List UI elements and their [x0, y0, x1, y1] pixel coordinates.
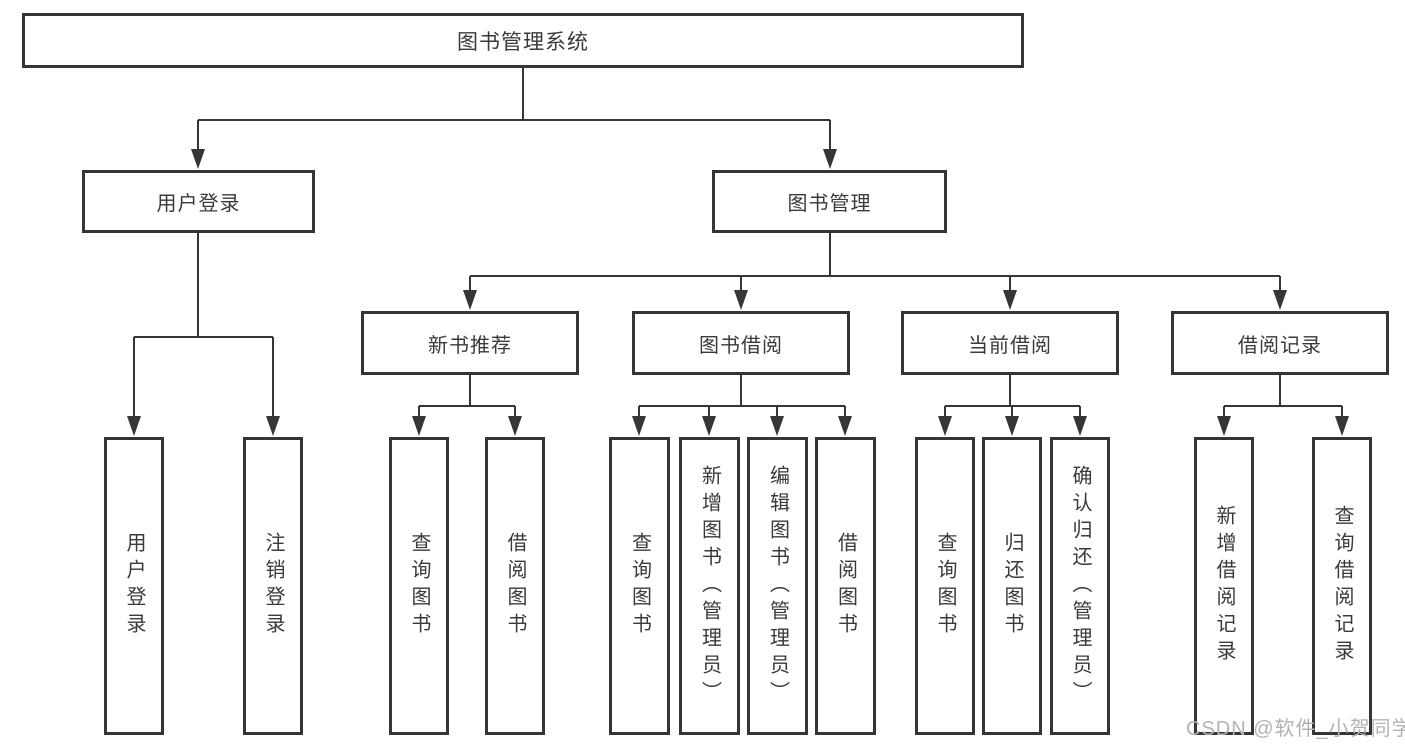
node-root-label: 图书管理系统 — [457, 30, 589, 54]
leaf-edit-book-admin-label: 编辑图书（管理员） — [766, 464, 789, 708]
leaf-edit-book-admin: 编辑图书（管理员） — [747, 437, 808, 735]
leaf-query-borrow-record-label: 查询借阅记录 — [1331, 505, 1353, 667]
leaf-query-books-1-label: 查询图书 — [408, 532, 430, 640]
leaf-logout-label: 注销登录 — [262, 532, 284, 640]
leaf-query-borrow-record: 查询借阅记录 — [1312, 437, 1372, 735]
arrowhead-icons — [127, 149, 1349, 436]
leaf-add-book-admin: 新增图书（管理员） — [679, 437, 740, 735]
leaf-return-book-label: 归还图书 — [1001, 532, 1023, 640]
leaf-borrow-books-2-label: 借阅图书 — [834, 532, 857, 640]
leaf-user-login: 用户登录 — [104, 437, 164, 735]
leaf-add-borrow-record: 新增借阅记录 — [1194, 437, 1254, 735]
leaf-query-books-3: 查询图书 — [915, 437, 975, 735]
leaf-add-book-admin-label: 新增图书（管理员） — [698, 464, 721, 708]
node-current-borrow-label: 当前借阅 — [968, 334, 1052, 357]
node-root: 图书管理系统 — [22, 13, 1024, 68]
node-borrow-record: 借阅记录 — [1171, 311, 1389, 375]
csdn-watermark: CSDN @软件_小贺同学 — [1186, 718, 1405, 740]
leaf-add-borrow-record-label: 新增借阅记录 — [1213, 505, 1235, 667]
leaf-borrow-books-1: 借阅图书 — [485, 437, 545, 735]
node-book-borrow-label: 图书借阅 — [699, 334, 783, 357]
node-new-book-recommend: 新书推荐 — [361, 311, 579, 375]
leaf-query-books-3-label: 查询图书 — [934, 532, 956, 640]
leaf-borrow-books-1-label: 借阅图书 — [504, 532, 526, 640]
leaf-query-books-1: 查询图书 — [389, 437, 449, 735]
node-new-book-recommend-label: 新书推荐 — [428, 334, 512, 357]
leaf-borrow-books-2: 借阅图书 — [815, 437, 876, 735]
leaf-logout: 注销登录 — [243, 437, 303, 735]
leaf-return-book: 归还图书 — [982, 437, 1042, 735]
node-user-login: 用户登录 — [82, 170, 315, 233]
node-book-management: 图书管理 — [712, 170, 947, 233]
leaf-confirm-return-admin: 确认归还（管理员） — [1050, 437, 1110, 735]
leaf-confirm-return-admin-label: 确认归还（管理员） — [1069, 464, 1091, 708]
node-book-management-label: 图书管理 — [787, 193, 872, 215]
leaf-query-books-2: 查询图书 — [609, 437, 670, 735]
node-book-borrow: 图书借阅 — [632, 311, 850, 375]
node-borrow-record-label: 借阅记录 — [1238, 334, 1322, 357]
leaf-query-books-2-label: 查询图书 — [628, 532, 651, 640]
node-user-login-label: 用户登录 — [156, 193, 241, 215]
leaf-user-login-label: 用户登录 — [123, 532, 145, 640]
node-current-borrow: 当前借阅 — [901, 311, 1119, 375]
